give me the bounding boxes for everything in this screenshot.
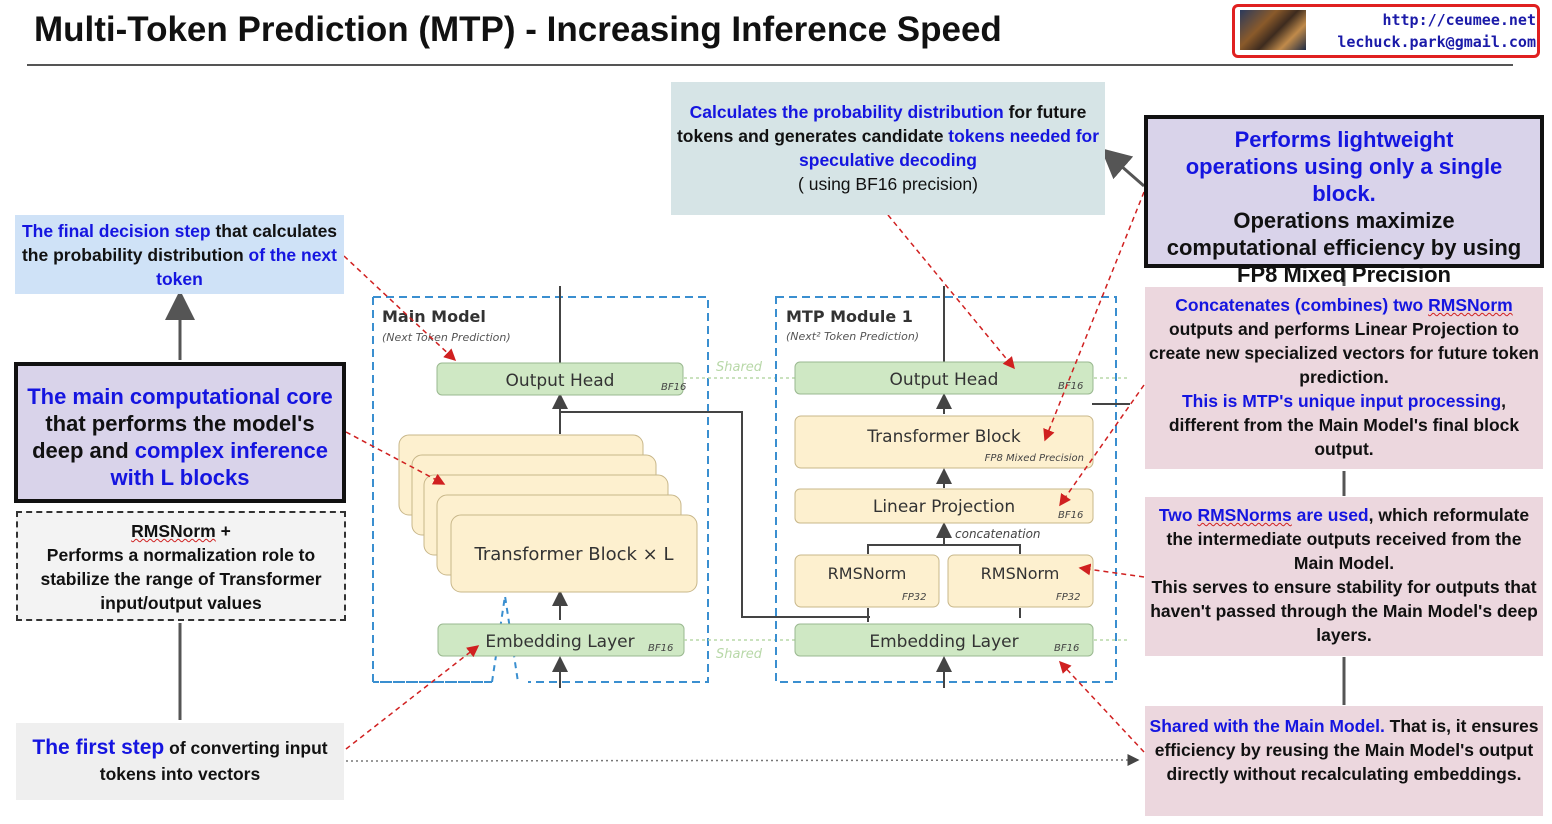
first-step-box: The first step of converting input token… bbox=[16, 723, 344, 800]
shared-embedding-box: Shared with the Main Model. That is, it … bbox=[1145, 706, 1543, 816]
mtp-output-head: Output Head bbox=[890, 370, 999, 390]
concatenation-label: concatenation bbox=[955, 527, 1041, 541]
lightweight-ops-box: Performs lightweight operations using on… bbox=[1144, 115, 1544, 287]
svg-text:BF16: BF16 bbox=[648, 643, 673, 654]
main-output-head: Output Head bbox=[506, 371, 615, 391]
concatenation-box: Concatenates (combines) two RMSNorm outp… bbox=[1145, 287, 1543, 469]
svg-text:BF16: BF16 bbox=[661, 382, 686, 393]
core-box: The main computational core that perform… bbox=[14, 362, 346, 503]
mtp-rmsnorm-1: RMSNorm bbox=[828, 564, 907, 583]
main-model-subtitle: (Next Token Prediction) bbox=[382, 331, 511, 344]
svg-text:FP8 Mixed Precision: FP8 Mixed Precision bbox=[985, 453, 1084, 464]
title-divider bbox=[27, 64, 1513, 66]
final-step-box: The final decision step that calculates … bbox=[15, 215, 344, 294]
shared-label-bottom: Shared bbox=[716, 647, 763, 662]
mtp-embedding-layer: Embedding Layer bbox=[869, 632, 1018, 652]
svg-text:BF16: BF16 bbox=[1054, 643, 1079, 654]
mtp-module-title: MTP Module 1 bbox=[786, 307, 913, 326]
main-model-title: Main Model bbox=[382, 307, 486, 326]
mtp-rmsnorm-2: RMSNorm bbox=[981, 564, 1060, 583]
svg-text:FP32: FP32 bbox=[902, 592, 927, 603]
two-rmsnorms-box: Two RMSNorms are used, which reformulate… bbox=[1145, 497, 1543, 656]
mtp-module-subtitle: (Next² Token Prediction) bbox=[786, 330, 919, 343]
svg-text:FP32: FP32 bbox=[1056, 592, 1081, 603]
mtp-linear-projection: Linear Projection bbox=[873, 497, 1015, 517]
logo-image bbox=[1240, 10, 1306, 50]
mtp-transformer-block: Transformer Block bbox=[866, 427, 1021, 447]
svg-text:BF16: BF16 bbox=[1058, 510, 1083, 521]
logo-email[interactable]: lechuck.park@gmail.com bbox=[1337, 33, 1536, 51]
main-embedding-layer: Embedding Layer bbox=[485, 632, 634, 652]
probability-distribution-box: Calculates the probability distribution … bbox=[671, 82, 1105, 215]
svg-text:BF16: BF16 bbox=[1058, 381, 1083, 392]
logo-url[interactable]: http://ceumee.net bbox=[1382, 11, 1536, 29]
page-title: Multi-Token Prediction (MTP) - Increasin… bbox=[34, 10, 1002, 49]
rmsnorm-box: RMSNorm + Performs a normalization role … bbox=[16, 511, 346, 621]
shared-label-top: Shared bbox=[716, 360, 763, 375]
main-transformer-block: Transformer Block × L bbox=[474, 544, 674, 565]
